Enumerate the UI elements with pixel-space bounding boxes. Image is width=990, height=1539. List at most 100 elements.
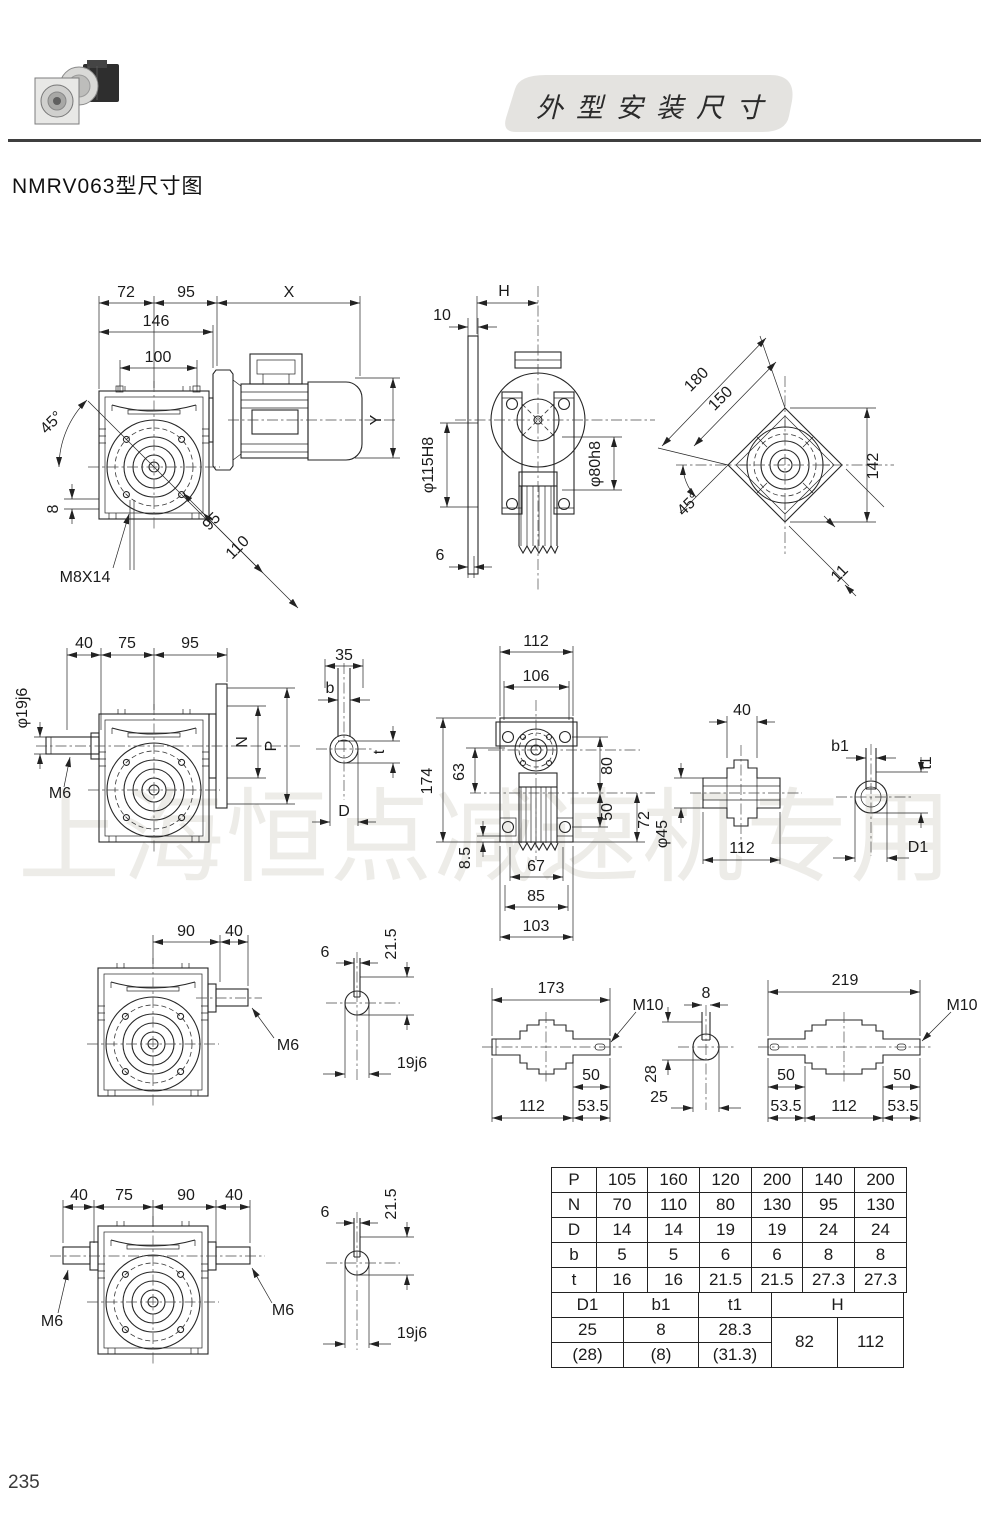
dim-label: 63 — [451, 763, 468, 781]
dim-label: 21.5 — [383, 928, 400, 959]
table-cell: 112 — [837, 1316, 904, 1368]
table-row-label: D1 — [551, 1291, 624, 1318]
dim-label: t — [371, 749, 388, 754]
table-row-label: b1 — [623, 1291, 699, 1318]
dim-label: 25 — [650, 1089, 668, 1106]
dim-label: 53.5 — [887, 1098, 918, 1115]
table-cell: 5 — [647, 1242, 700, 1268]
dim-label: b1 — [831, 738, 849, 755]
table-row: P 105 160 120 200 140 200 — [551, 1167, 907, 1193]
thread-label: M6 — [277, 1037, 299, 1054]
table-cell: 200 — [751, 1167, 803, 1193]
table-cell: 6 — [699, 1242, 752, 1268]
table-cell: 5 — [596, 1242, 648, 1268]
thread-label: M6 — [41, 1313, 63, 1330]
dim-label: 95 — [177, 284, 195, 301]
dim-label: 90 — [177, 923, 195, 940]
dim-label: 28 — [643, 1065, 660, 1083]
dim-label: 150 — [705, 383, 736, 414]
dim-label: φ45 — [654, 820, 671, 848]
dim-label: 50 — [582, 1067, 600, 1084]
dim-label: 45° — [674, 490, 703, 519]
table-row-label: t — [551, 1267, 597, 1293]
header-banner — [505, 75, 793, 132]
view-side-input-shaft: 40 75 95 φ19j6 M6 N P — [14, 635, 300, 853]
table-row: N 70 110 80 130 95 130 — [551, 1192, 907, 1218]
dim-label: H — [498, 283, 510, 300]
view-input-keyway-section: 35 b t D — [312, 647, 400, 826]
view-front-dimensions: 112 106 174 63 80 50 72 8.5 — [419, 633, 655, 941]
dim-label: 75 — [118, 635, 136, 652]
dim-label: D1 — [908, 839, 929, 856]
dim-label: φ19j6 — [14, 688, 31, 729]
table-cell: 160 — [647, 1167, 700, 1193]
view-bore-keyway-section: b1 t1 D1 — [831, 738, 935, 862]
dimension-table-top: P 105 160 120 200 140 200 N 70 110 80 13… — [551, 1167, 907, 1293]
dim-label: 35 — [335, 647, 353, 664]
thread-label: M10 — [946, 997, 977, 1014]
dim-label: 8.5 — [457, 847, 474, 869]
dim-label: 53.5 — [577, 1098, 608, 1115]
banner-shape — [505, 75, 793, 132]
table-cell: 16 — [596, 1267, 648, 1293]
table-cell: 16 — [647, 1267, 700, 1293]
view-front: H 10 φ115H8 φ80h8 6 — [420, 283, 655, 592]
table-cell: 105 — [596, 1167, 648, 1193]
dim-label: 50 — [893, 1067, 911, 1084]
dim-label: P — [263, 741, 280, 752]
dim-label: 146 — [143, 313, 170, 330]
view-worm-shaft-double: 219 M10 50 50 53.5 112 53.5 — [758, 972, 978, 1122]
table-cell: 28.3 — [698, 1316, 772, 1343]
thread-label: M10 — [632, 997, 663, 1014]
table-row: t 16 16 21.5 21.5 27.3 27.3 — [551, 1267, 907, 1293]
table-cell: 8 — [802, 1242, 855, 1268]
table-cell: 21.5 — [751, 1267, 803, 1293]
dim-label: 53.5 — [770, 1098, 801, 1115]
dim-label: N — [234, 736, 251, 748]
dim-label: D — [338, 803, 350, 820]
dim-label: 67 — [527, 858, 545, 875]
dim-label: φ115H8 — [420, 437, 437, 493]
dim-label: 6 — [321, 1204, 330, 1221]
table-cell: 110 — [647, 1192, 700, 1218]
dim-label: 112 — [519, 1098, 545, 1115]
table-cell: 95 — [802, 1192, 855, 1218]
table-cell: 14 — [596, 1217, 648, 1243]
dim-label: 6 — [321, 944, 330, 961]
view-side-with-motor: 72 95 X 146 100 45° 8 M8X14 95 110 — [37, 284, 400, 609]
page-title: NMRV063型尺寸图 — [12, 175, 204, 198]
table-row-label: N — [551, 1192, 597, 1218]
table-row: 25 8 28.3 82 112 — [551, 1316, 904, 1368]
dim-label: 100 — [145, 349, 172, 366]
table-cell: 27.3 — [854, 1267, 907, 1293]
table-cell: 200 — [854, 1167, 907, 1193]
table-cell: 70 — [596, 1192, 648, 1218]
table-cell: 82 — [771, 1316, 838, 1368]
dim-label: 50 — [599, 803, 616, 821]
dim-label: 112 — [523, 633, 549, 650]
table-cell: 24 — [854, 1217, 907, 1243]
dim-label: 40 — [75, 635, 93, 652]
dim-label: 95 — [181, 635, 199, 652]
page-number: 235 — [8, 1472, 40, 1493]
table-cell: 130 — [751, 1192, 803, 1218]
dim-label: 173 — [538, 980, 565, 997]
dim-label: 40 — [225, 923, 243, 940]
dim-label: 180 — [681, 364, 712, 395]
dim-label: 142 — [865, 453, 882, 480]
dim-label: 80 — [599, 757, 616, 775]
view-worm-keyway-section: 8 28 25 — [643, 985, 741, 1112]
dim-label: 106 — [523, 668, 550, 685]
dim-label: Y — [368, 414, 385, 425]
view-output-keyway-1: 6 21.5 19j6 — [321, 928, 427, 1080]
dim-label: 40 — [225, 1187, 243, 1204]
watermark: 上海恒点减速机专用 — [18, 781, 954, 895]
dim-label: 8 — [45, 504, 62, 513]
dim-label: 19j6 — [397, 1055, 427, 1072]
dim-label: φ80h8 — [587, 441, 604, 487]
table-cell: 14 — [647, 1217, 700, 1243]
table-cell: 8 — [623, 1316, 699, 1343]
view-rear-flange: 180 150 142 45° 11 — [657, 335, 894, 597]
header-rule — [8, 139, 981, 142]
thread-label: M6 — [49, 785, 71, 802]
